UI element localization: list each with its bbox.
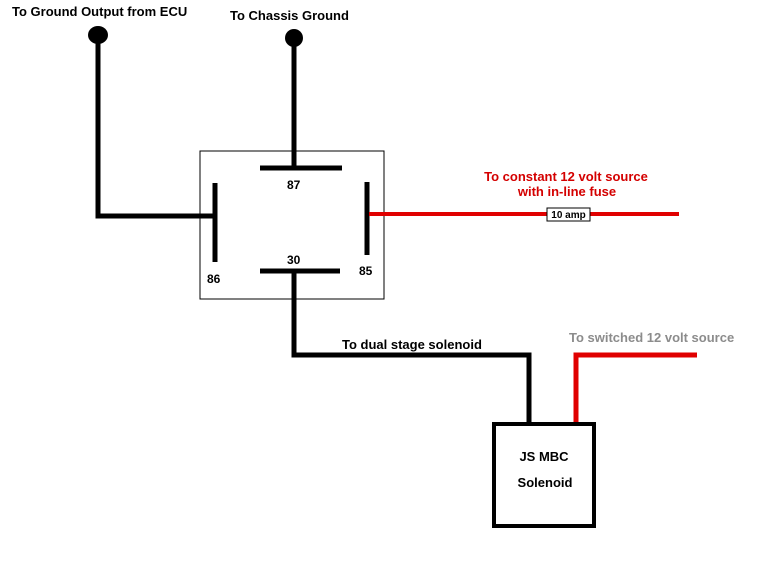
solenoid-box — [492, 422, 596, 528]
pin-87-label: 87 — [287, 178, 301, 192]
relay-box — [199, 150, 385, 300]
solenoid-label-line1: JS MBC — [519, 449, 569, 464]
chassis-ground-terminal — [285, 29, 303, 47]
label-switched-source: To switched 12 volt source — [569, 330, 734, 345]
ecu-ground-terminal — [88, 26, 108, 44]
wire-switched-12v — [573, 352, 697, 424]
solenoid-label-line2: Solenoid — [518, 475, 573, 490]
label-chassis-ground: To Chassis Ground — [230, 8, 349, 23]
wire-ecu-ground — [95, 38, 215, 219]
wire-to-solenoid — [291, 270, 532, 424]
inline-fuse — [546, 207, 591, 222]
fuse-rating-label: 10 amp — [551, 210, 585, 221]
label-constant-source-line1: To constant 12 volt source — [484, 169, 648, 184]
label-dual-stage: To dual stage solenoid — [342, 337, 482, 352]
pin-86-label: 86 — [207, 272, 221, 286]
label-constant-source-line2: with in-line fuse — [517, 184, 616, 199]
pin-85-label: 85 — [359, 264, 373, 278]
label-ground-ecu: To Ground Output from ECU — [12, 4, 187, 19]
pin-30-label: 30 — [287, 253, 301, 267]
